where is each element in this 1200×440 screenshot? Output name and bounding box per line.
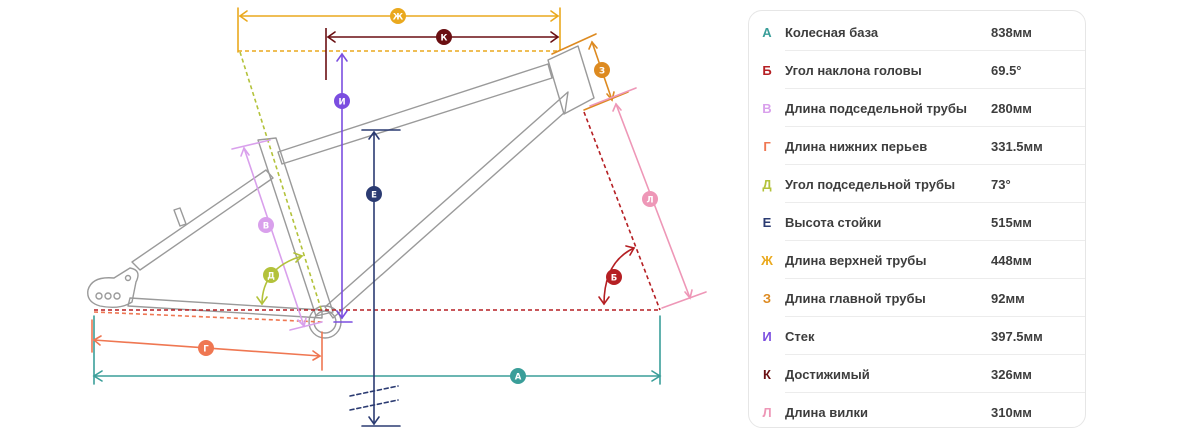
spec-label: Стек	[785, 328, 815, 344]
spec-value: 838мм	[991, 24, 1032, 40]
dropout-hole	[113, 292, 121, 300]
badge-z: З	[594, 62, 610, 78]
spec-label: Угол наклона головы	[785, 62, 922, 78]
spec-label: Длина вилки	[785, 404, 868, 420]
spec-letter: А	[762, 24, 772, 40]
badge-k: К	[436, 29, 452, 45]
spec-letter: Д	[762, 176, 772, 192]
spec-label: Высота стойки	[785, 214, 882, 230]
spec-label: Колесная база	[785, 24, 879, 40]
svg-text:Л: Л	[646, 196, 653, 206]
fork-axis-line	[583, 111, 661, 311]
spec-letter: Г	[763, 138, 771, 154]
svg-text:Б: Б	[611, 274, 617, 284]
dim-b	[603, 247, 635, 305]
badge-b: Б	[606, 269, 622, 285]
svg-text:И: И	[338, 98, 345, 108]
svg-text:Ж: Ж	[393, 13, 404, 23]
svg-text:А: А	[515, 373, 522, 383]
spec-letter: Ж	[761, 252, 773, 268]
spec-label: Длина нижних перьев	[785, 138, 928, 154]
svg-text:З: З	[599, 67, 605, 77]
svg-text:Г: Г	[203, 345, 209, 355]
dropout-hole	[95, 292, 103, 300]
spec-value: 515мм	[991, 214, 1032, 230]
spec-value: 69.5°	[991, 62, 1022, 78]
spec-row: И Стек 397.5мм	[749, 317, 1085, 355]
geometry-diagram: А Б В Г Д Е Ж З И К Л	[87, 7, 707, 427]
spec-row: З Длина главной трубы 92мм	[749, 279, 1085, 317]
spec-label: Длина главной трубы	[785, 290, 926, 306]
dim-v	[243, 147, 305, 327]
spec-letter: З	[762, 290, 772, 306]
spec-row: Г Длина нижних перьев 331.5мм	[749, 127, 1085, 165]
spec-row: Ж Длина верхней трубы 448мм	[749, 241, 1085, 279]
badge-e: Е	[366, 186, 382, 202]
spec-value: 92мм	[991, 290, 1025, 306]
svg-text:К: К	[441, 34, 448, 44]
down-tube	[324, 91, 569, 319]
spec-letter: В	[762, 100, 772, 116]
badge-g: Г	[198, 340, 214, 356]
spec-letter: И	[762, 328, 772, 344]
chainstay-line	[93, 311, 323, 323]
badge-l: Л	[642, 191, 658, 207]
badge-zh: Ж	[390, 8, 406, 24]
svg-text:Е: Е	[371, 191, 377, 201]
bike-frame	[87, 45, 595, 339]
brake-mount	[173, 207, 187, 227]
reference-lines	[93, 28, 661, 323]
rear-dropout	[87, 267, 139, 309]
spec-value: 448мм	[991, 252, 1032, 268]
spec-row: В Длина подседельной трубы 280мм	[749, 89, 1085, 127]
dropout-hole	[104, 292, 112, 300]
spec-label: Достижимый	[785, 366, 870, 382]
seat-stay	[131, 169, 274, 271]
spec-value: 280мм	[991, 100, 1032, 116]
badge-d: Д	[263, 267, 279, 283]
spec-row: Л Длина вилки 310мм	[749, 393, 1085, 431]
spec-value: 310мм	[991, 404, 1032, 420]
head-tube	[547, 45, 595, 115]
svg-text:Д: Д	[267, 272, 275, 282]
spec-row: К Достижимый 326мм	[749, 355, 1085, 393]
spec-label: Длина верхней трубы	[785, 252, 927, 268]
spec-letter: К	[763, 366, 771, 382]
spec-label: Длина подседельной трубы	[785, 100, 967, 116]
badges: А Б В Г Д Е Ж З И К Л	[198, 8, 658, 384]
spec-label: Угол подседельной трубы	[785, 176, 956, 192]
spec-value: 326мм	[991, 366, 1032, 382]
spec-row: Д Угол подседельной трубы 73°	[749, 165, 1085, 203]
spec-table: А Колесная база 838мм Б Угол наклона гол…	[748, 10, 1086, 428]
badge-v: В	[258, 217, 274, 233]
spec-value: 331.5мм	[991, 138, 1043, 154]
spec-row: А Колесная база 838мм	[749, 13, 1085, 51]
spec-value: 73°	[991, 176, 1011, 192]
seat-axis-line	[239, 51, 323, 313]
spec-letter: Е	[762, 214, 772, 230]
spec-letter: Б	[762, 62, 772, 78]
badge-i: И	[334, 93, 350, 109]
dimension-lines	[91, 7, 707, 427]
spec-value: 397.5мм	[991, 328, 1043, 344]
dropout-hole	[124, 274, 132, 282]
spec-letter: Л	[762, 404, 772, 420]
top-tube	[277, 63, 553, 165]
badge-a: А	[510, 368, 526, 384]
spec-row: Б Угол наклона головы 69.5°	[749, 51, 1085, 89]
svg-text:В: В	[263, 222, 269, 232]
spec-row: Е Высота стойки 515мм	[749, 203, 1085, 241]
